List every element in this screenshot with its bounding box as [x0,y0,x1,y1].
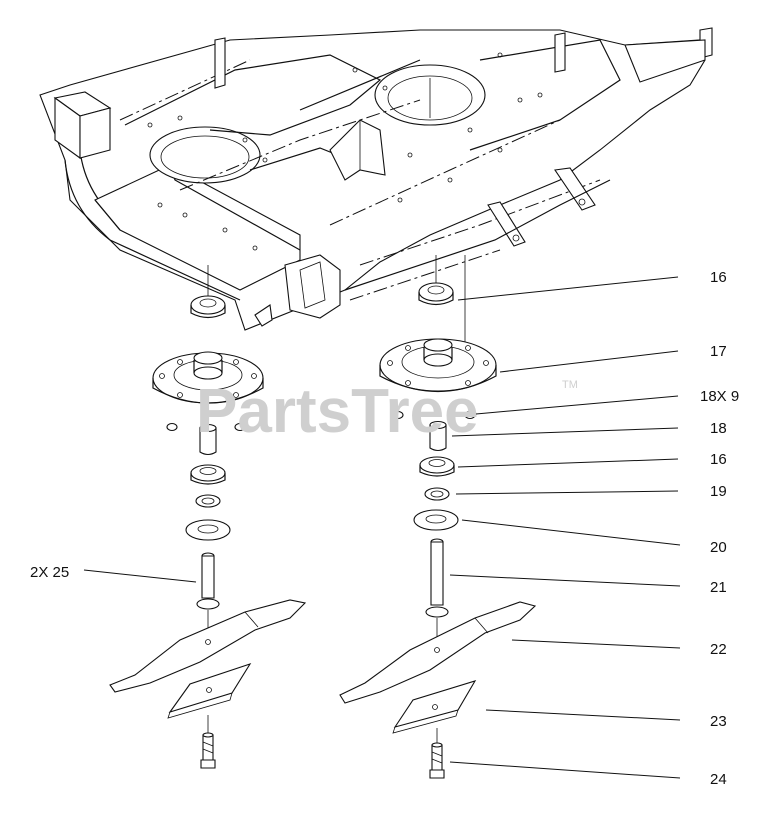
leader-17 [499,350,679,373]
callout-17: 17 [710,343,727,360]
leader-18x9 [475,395,679,415]
callout-22: 22 [710,641,727,658]
left-spindle-assembly [109,265,307,769]
leader-22 [511,639,681,649]
leader-2x25 [83,569,197,583]
leader-16-top [457,276,679,301]
callout-19: 19 [710,483,727,500]
watermark: PartsTree TM [196,377,578,446]
callout-18x9: 18X 9 [700,388,739,405]
mower-deck [39,27,713,331]
leader-23 [485,709,681,721]
leader-21 [449,574,681,587]
leader-18 [451,427,679,437]
callout-23: 23 [710,713,727,730]
callout-24: 24 [710,771,727,788]
callout-labels: 16 17 18X 9 18 16 19 20 2X 25 21 22 23 2… [30,269,739,788]
watermark-trademark: TM [562,379,578,391]
leader-lines [83,276,681,779]
leader-16-bottom [457,458,679,468]
callout-18: 18 [710,420,727,437]
watermark-text: PartsTree [196,377,479,446]
leader-24 [449,761,681,779]
callout-21: 21 [710,579,727,596]
callout-2x25: 2X 25 [30,564,69,581]
callout-16-bottom: 16 [710,451,727,468]
leader-19 [455,490,679,495]
leader-20 [461,519,681,546]
callout-16-top: 16 [710,269,727,286]
callout-20: 20 [710,539,727,556]
right-spindle-assembly [339,255,537,779]
